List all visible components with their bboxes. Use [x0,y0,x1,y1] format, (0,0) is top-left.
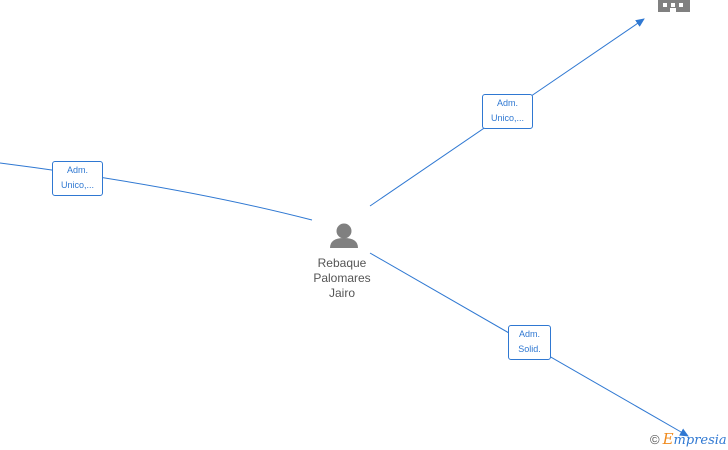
edge-label-left[interactable]: Adm. Unico,... [52,161,103,196]
brand-watermark: ©Empresia [650,430,727,448]
edge-label-bottom-right-line-1: Adm. [518,329,540,339]
person-name-line-3: Jairo [328,286,355,300]
edge-label-left-line-1: Adm. [66,165,88,175]
copyright-symbol: © [650,432,660,447]
edge-label-top-right-line-1: Adm. [496,98,518,108]
person-name-line-2: Palomares [313,271,371,285]
edge-label-bottom-right[interactable]: Adm. Solid. [508,325,551,360]
person-icon[interactable] [330,223,358,249]
edge-label-top-right[interactable]: Adm. Unico,... [482,94,533,129]
edge-label-bottom-right-line-2: Solid. [518,344,541,354]
brand-initial: E [662,430,674,448]
person-name-label[interactable]: Rebaque Palomares Jairo [292,256,392,301]
person-name-line-1: Rebaque [317,256,367,270]
building-icon[interactable] [658,0,690,12]
edge-line-left [0,162,313,221]
edge-label-left-line-2: Unico,... [60,180,94,190]
edge-label-top-right-line-2: Unico,... [490,113,524,123]
brand-name: mpresia [673,433,727,448]
